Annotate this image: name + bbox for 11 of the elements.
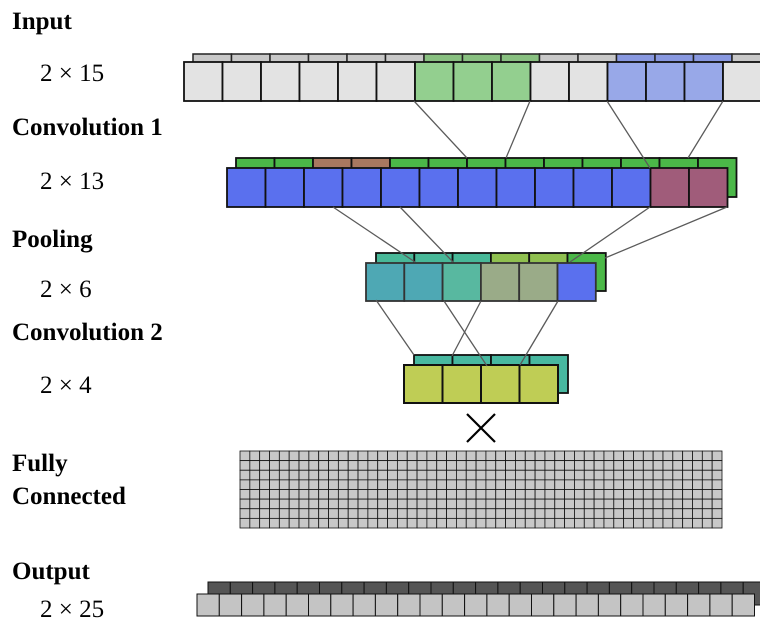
dimension-label: 2 × 6 <box>40 276 92 304</box>
dimension-label: 2 × 25 <box>40 596 104 624</box>
heading: Convolution 2 <box>12 319 163 346</box>
heading: Pooling <box>12 226 93 254</box>
dimension-label: 2 × 4 <box>40 372 92 400</box>
heading: Input <box>12 8 72 36</box>
heading: Output <box>12 558 90 586</box>
heading: Fully Connected <box>12 449 127 512</box>
dimension-label: 2 × 15 <box>40 60 104 88</box>
heading: Convolution 1 <box>12 114 163 142</box>
dimension-label: 2 × 13 <box>40 168 104 196</box>
